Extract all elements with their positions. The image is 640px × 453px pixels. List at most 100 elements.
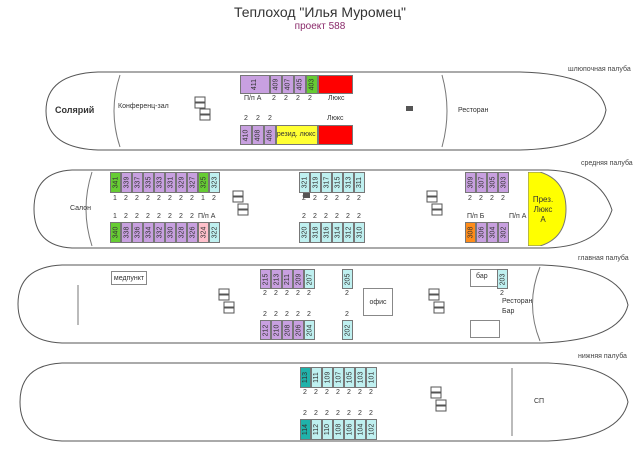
cabin-208[interactable]: 208 — [282, 320, 293, 340]
cabin-106[interactable]: 106 — [344, 419, 355, 440]
cabin-335[interactable]: 335 — [143, 172, 154, 193]
main-bottom-count-4: 2 — [296, 311, 300, 318]
cabin-327[interactable]: 327 — [187, 172, 198, 193]
cabin-340[interactable]: 340 — [110, 222, 121, 243]
cabin-311[interactable]: 311 — [354, 172, 365, 193]
president-lux-a-shape[interactable] — [528, 172, 568, 246]
bar-label: бар — [476, 273, 488, 280]
middle-center-top-count-5: 2 — [346, 195, 350, 202]
cabin-104[interactable]: 104 — [355, 419, 366, 440]
cabin-408[interactable]: 408 — [252, 125, 264, 145]
cabin-103[interactable]: 103 — [355, 367, 366, 388]
medpunkt-room: медпункт — [111, 271, 147, 285]
cabin-316[interactable]: 316 — [321, 222, 332, 243]
cabin-318[interactable]: 318 — [310, 222, 321, 243]
cabin-212[interactable]: 212 — [260, 320, 271, 340]
cabin-215[interactable]: 215 — [260, 269, 271, 289]
cabin-305[interactable]: 305 — [487, 172, 498, 193]
cabin-403[interactable]: 403 — [306, 75, 318, 94]
cabin-409[interactable]: 409 — [270, 75, 282, 94]
cabin-329[interactable]: 329 — [176, 172, 187, 193]
cabin-326[interactable]: 326 — [187, 222, 198, 243]
sp-label: СП — [534, 398, 545, 405]
cabin-113[interactable]: 113 — [300, 367, 311, 388]
cabin-331[interactable]: 331 — [165, 172, 176, 193]
cabin-306[interactable]: 306 — [476, 222, 487, 243]
cabin-337[interactable]: 337 — [132, 172, 143, 193]
cabin-102[interactable]: 102 — [366, 419, 377, 440]
cabin-109[interactable]: 109 — [322, 367, 333, 388]
cabin-207[interactable]: 207 — [304, 269, 315, 289]
president-lux-b[interactable]: Презид. люкс Б — [276, 125, 318, 145]
cabin-333[interactable]: 333 — [154, 172, 165, 193]
cabin-308[interactable]: 308 — [465, 222, 476, 243]
cabin-312[interactable]: 312 — [343, 222, 354, 243]
middle-pl-b-caption: П/п Б — [467, 213, 485, 220]
cabin-410[interactable]: 410 — [240, 125, 252, 145]
cabin-325[interactable]: 325 — [198, 172, 209, 193]
cabin-302[interactable]: 302 — [498, 222, 509, 243]
middle-deck-label: средняя палуба — [581, 160, 633, 167]
cabin-110[interactable]: 110 — [322, 419, 333, 440]
cabin-319[interactable]: 319 — [310, 172, 321, 193]
cabin-111[interactable]: 111 — [311, 367, 322, 388]
cabin-304[interactable]: 304 — [487, 222, 498, 243]
cabin-411[interactable]: 411 — [240, 75, 270, 94]
main-203-count: 2 — [500, 290, 504, 297]
cabin-324[interactable]: 324 — [198, 222, 209, 243]
cabin-210[interactable]: 210 — [271, 320, 282, 340]
cabin-101[interactable]: 101 — [366, 367, 377, 388]
cabin-213[interactable]: 213 — [271, 269, 282, 289]
cabin-338[interactable]: 338 — [121, 222, 132, 243]
middle-left-top-count-6: 2 — [168, 195, 172, 202]
cabin-307[interactable]: 307 — [476, 172, 487, 193]
cabin-320[interactable]: 320 — [299, 222, 310, 243]
cabin-203[interactable]: 203 — [497, 269, 508, 289]
middle-center-bottom-count-4: 2 — [335, 213, 339, 220]
cabin-112[interactable]: 112 — [311, 419, 322, 440]
cabin-209[interactable]: 209 — [293, 269, 304, 289]
cabin-313[interactable]: 313 — [343, 172, 354, 193]
lower-bottom-count-1: 2 — [303, 410, 307, 417]
middle-left-top-count-10: 2 — [212, 195, 216, 202]
middle-center-top-count-1: 2 — [302, 195, 306, 202]
cabin-334[interactable]: 334 — [143, 222, 154, 243]
cabin-332[interactable]: 332 — [154, 222, 165, 243]
cabin-204[interactable]: 204 — [304, 320, 315, 340]
middle-center-top-count-2: 2 — [313, 195, 317, 202]
middle-left-bottom-count-2: 2 — [124, 213, 128, 220]
cabin-105[interactable]: 105 — [344, 367, 355, 388]
cabin-328[interactable]: 328 — [176, 222, 187, 243]
cabin-202[interactable]: 202 — [342, 320, 353, 340]
middle-left-bottom-count-5: 2 — [157, 213, 161, 220]
cabin-206[interactable]: 206 — [293, 320, 304, 340]
cabin-323[interactable]: 323 — [209, 172, 220, 193]
cabin-114[interactable]: 114 — [300, 419, 311, 440]
conference-hall-label: Конференц-зал — [118, 103, 169, 110]
cabin-405[interactable]: 405 — [294, 75, 306, 94]
cabin-315[interactable]: 315 — [332, 172, 343, 193]
cabin-310[interactable]: 310 — [354, 222, 365, 243]
cabin-317[interactable]: 317 — [321, 172, 332, 193]
cabin-314[interactable]: 314 — [332, 222, 343, 243]
cabin-341[interactable]: 341 — [110, 172, 121, 193]
middle-pl-a-caption: П/п А — [198, 213, 216, 220]
cabin-211[interactable]: 211 — [282, 269, 293, 289]
lux-cabin-top[interactable] — [318, 75, 353, 94]
cabin-406[interactable]: 406 — [264, 125, 276, 145]
cabin-309[interactable]: 309 — [465, 172, 476, 193]
boat-top-count-1: 2 — [272, 95, 276, 102]
cabin-108[interactable]: 108 — [333, 419, 344, 440]
middle-hatch-icon — [303, 193, 310, 198]
cabin-322[interactable]: 322 — [209, 222, 220, 243]
cabin-107[interactable]: 107 — [333, 367, 344, 388]
cabin-407[interactable]: 407 — [282, 75, 294, 94]
lux-cabin-bottom[interactable] — [318, 125, 353, 145]
boat-deck-label: шлюпочная палуба — [568, 66, 631, 73]
cabin-330[interactable]: 330 — [165, 222, 176, 243]
cabin-321[interactable]: 321 — [299, 172, 310, 193]
cabin-336[interactable]: 336 — [132, 222, 143, 243]
cabin-205[interactable]: 205 — [342, 269, 353, 289]
cabin-339[interactable]: 339 — [121, 172, 132, 193]
cabin-303[interactable]: 303 — [498, 172, 509, 193]
